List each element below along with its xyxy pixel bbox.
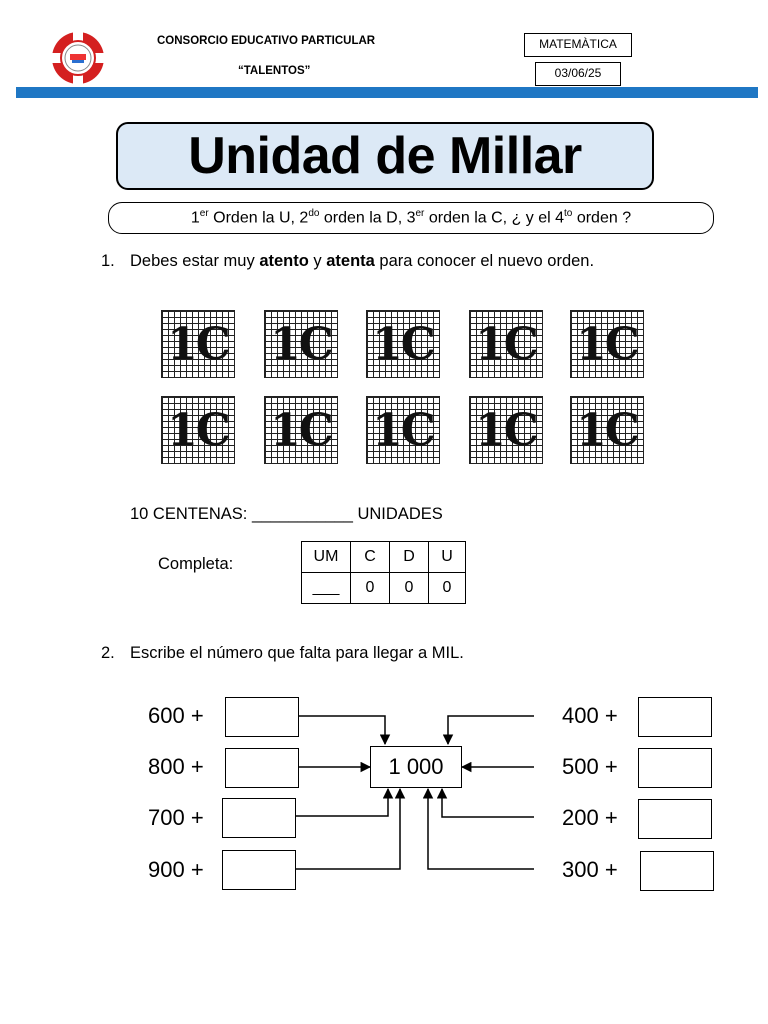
school-name: CONSORCIO EDUCATIVO PARTICULAR	[157, 35, 376, 47]
school-logo	[46, 28, 110, 88]
answer-box-left-1[interactable]	[225, 697, 299, 737]
page-title: Unidad de Millar	[188, 127, 582, 185]
q1-text: Debes estar muy atento y atenta para con…	[130, 252, 595, 270]
hundred-card: 1C	[161, 396, 235, 464]
right-addend-1: 400 +	[562, 703, 618, 728]
orders-text: 1er Orden la U, 2do orden la D, 3er orde…	[190, 208, 632, 227]
value-u: 0	[428, 572, 466, 604]
date-box: 03/06/25	[535, 62, 621, 86]
subject-box: MATEMÀTICA	[524, 33, 632, 57]
right-addend-2: 500 +	[562, 754, 618, 779]
left-addend-1: 600 +	[148, 703, 204, 728]
hundred-card: 1C	[570, 396, 644, 464]
answer-box-left-3[interactable]	[222, 798, 296, 838]
hundred-card: 1C	[366, 396, 440, 464]
header-c: C	[350, 541, 390, 573]
hundred-card: 1C	[469, 396, 543, 464]
answer-box-right-3[interactable]	[638, 799, 712, 839]
place-value-table: UM C D U ___ 0 0 0	[301, 541, 466, 604]
value-um[interactable]: ___	[301, 572, 351, 604]
hundred-card: 1C	[264, 310, 338, 378]
answer-box-right-1[interactable]	[638, 697, 712, 737]
hundred-card: 1C	[366, 310, 440, 378]
left-addend-3: 700 +	[148, 805, 204, 830]
header-u: U	[428, 541, 466, 573]
hundred-card: 1C	[264, 396, 338, 464]
school-motto: “TALENTOS”	[238, 65, 311, 77]
header-divider	[16, 87, 758, 98]
hundred-card: 1C	[469, 310, 543, 378]
answer-box-left-2[interactable]	[225, 748, 299, 788]
q1-number: 1.	[101, 252, 115, 270]
answer-box-right-4[interactable]	[640, 851, 714, 891]
target-value: 1 000	[388, 754, 444, 779]
answer-box-left-4[interactable]	[222, 850, 296, 890]
orders-box: 1er Orden la U, 2do orden la D, 3er orde…	[108, 202, 714, 234]
q2-number: 2.	[101, 644, 115, 662]
right-addend-3: 200 +	[562, 805, 618, 830]
completa-label: Completa:	[158, 555, 234, 573]
q2-text: Escribe el número que falta para llegar …	[130, 644, 464, 662]
left-addend-4: 900 +	[148, 857, 204, 882]
page-title-box: Unidad de Millar	[116, 122, 654, 190]
target-thousand-box: 1 000	[370, 746, 462, 788]
left-addend-2: 800 +	[148, 754, 204, 779]
right-addend-4: 300 +	[562, 857, 618, 882]
hundred-card: 1C	[161, 310, 235, 378]
answer-box-right-2[interactable]	[638, 748, 712, 788]
hundred-card: 1C	[570, 310, 644, 378]
centenas-line: 10 CENTENAS: ___________ UNIDADES	[130, 505, 443, 523]
